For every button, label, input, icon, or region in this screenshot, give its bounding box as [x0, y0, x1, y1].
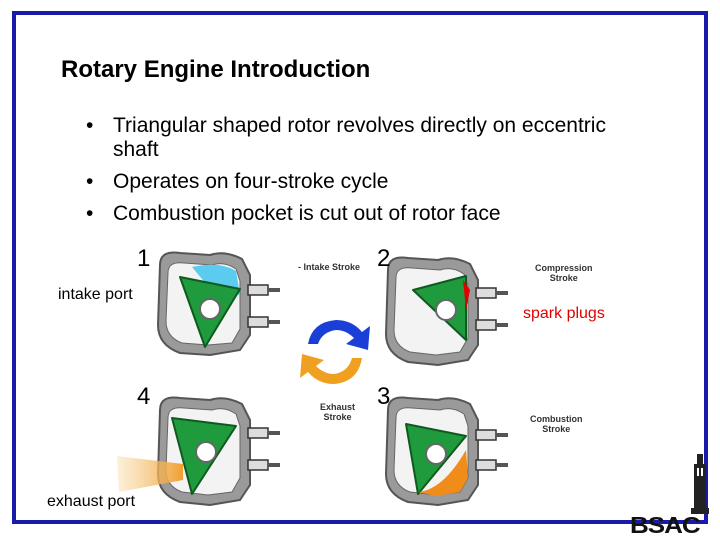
- step-number-4: 4: [137, 383, 151, 410]
- intake-stroke-label: - Intake Stroke: [298, 262, 361, 272]
- engine-combustion-diagram: [384, 396, 508, 507]
- bullet-item: Triangular shaped rotor revolves directl…: [86, 114, 606, 162]
- step-number-1: 1: [137, 245, 151, 272]
- exhaust-stroke-line2: Stroke: [323, 412, 352, 422]
- slide-frame: [12, 11, 708, 524]
- slide-title: Rotary Engine Introduction: [61, 56, 371, 83]
- exhaust-stroke-label: Exhaust Stroke: [320, 402, 355, 422]
- combustion-stroke-line2: Stroke: [542, 424, 571, 434]
- compression-stroke-line2: Stroke: [549, 273, 578, 283]
- campanile-tower-icon: [691, 454, 709, 514]
- compression-stroke-label: Compression Stroke: [535, 263, 593, 283]
- intake-port-label: intake port: [58, 286, 133, 303]
- bullet-item: Operates on four-stroke cycle: [86, 170, 606, 194]
- bullet-list: Triangular shaped rotor revolves directl…: [86, 114, 606, 234]
- engine-intake-diagram: [156, 251, 280, 357]
- exhaust-port-label: exhaust port: [47, 493, 136, 510]
- spark-plugs-label: spark plugs: [523, 305, 605, 322]
- step-number-2: 2: [377, 245, 391, 272]
- exhaust-flow-icon: [117, 456, 183, 492]
- bullet-item: Combustion pocket is cut out of rotor fa…: [86, 202, 606, 226]
- compression-stroke-line1: Compression: [535, 263, 593, 273]
- step-number-3: 3: [377, 383, 391, 410]
- bsac-logo: BSAC: [630, 511, 701, 539]
- exhaust-stroke-line1: Exhaust: [320, 402, 356, 412]
- combustion-stroke-line1: Combustion: [530, 414, 583, 424]
- cycle-arrows-icon: [300, 320, 370, 384]
- combustion-stroke-label: Combustion Stroke: [530, 414, 583, 434]
- engine-compression-diagram: [384, 256, 508, 367]
